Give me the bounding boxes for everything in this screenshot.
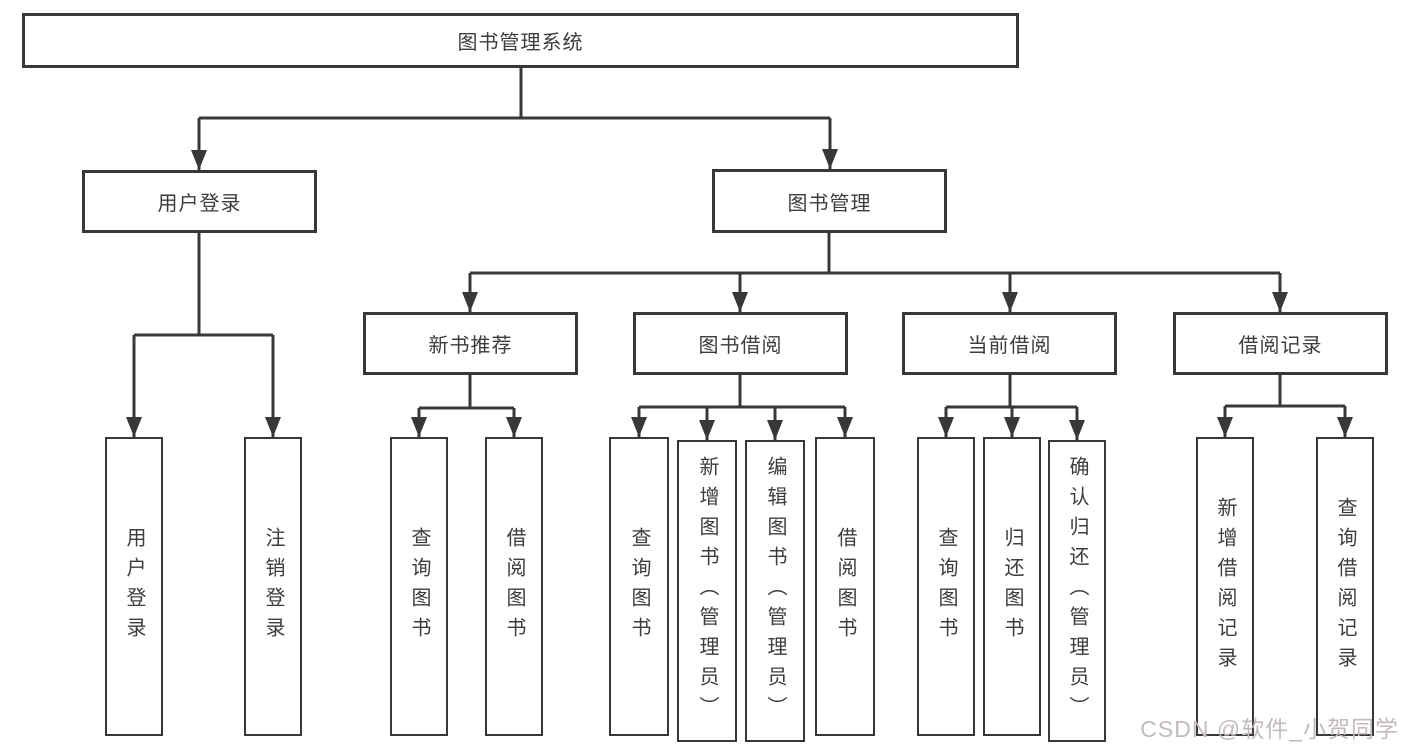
leaf-edit-books-admin: 编辑图书（管理员） bbox=[745, 440, 805, 742]
node-label: 图书管理 bbox=[787, 192, 872, 215]
node-label: 当前借阅 bbox=[967, 335, 1052, 357]
node-label: 查询借阅记录 bbox=[1334, 496, 1356, 677]
node-label: 编辑图书（管理员） bbox=[764, 456, 786, 726]
leaf-logout: 注销登录 bbox=[244, 437, 302, 736]
leaf-user-login: 用户登录 bbox=[105, 437, 163, 736]
node-label: 用户登录 bbox=[157, 193, 242, 215]
node-label: 图书管理系统 bbox=[457, 32, 584, 54]
node-label: 查询图书 bbox=[935, 526, 957, 647]
leaf-query-books-borrowing: 查询图书 bbox=[609, 437, 669, 736]
node-label: 新增图书（管理员） bbox=[696, 456, 718, 726]
leaf-query-books-current: 查询图书 bbox=[917, 437, 975, 736]
leaf-confirm-return-admin: 确认归还（管理员） bbox=[1048, 440, 1106, 742]
node-borrowing-records: 借阅记录 bbox=[1173, 312, 1388, 375]
leaf-return-books: 归还图书 bbox=[983, 437, 1041, 736]
node-label: 借阅图书 bbox=[503, 526, 525, 647]
leaf-add-borrow-record: 新增借阅记录 bbox=[1196, 437, 1254, 736]
node-label: 借阅记录 bbox=[1238, 335, 1323, 357]
node-library-management-system: 图书管理系统 bbox=[22, 13, 1019, 68]
leaf-add-books-admin: 新增图书（管理员） bbox=[677, 440, 737, 742]
csdn-watermark: CSDN @软件_小贺同学 bbox=[1140, 716, 1399, 742]
node-current-borrowing: 当前借阅 bbox=[902, 312, 1117, 375]
node-label: 查询图书 bbox=[628, 526, 650, 647]
node-label: 借阅图书 bbox=[834, 526, 856, 647]
leaf-query-books-recommend: 查询图书 bbox=[390, 437, 448, 736]
node-new-book-recommendation: 新书推荐 bbox=[363, 312, 578, 375]
node-label: 用户登录 bbox=[123, 526, 145, 647]
node-book-borrowing: 图书借阅 bbox=[633, 312, 848, 375]
leaf-borrow-books-recommend: 借阅图书 bbox=[485, 437, 543, 736]
node-label: 新增借阅记录 bbox=[1214, 496, 1236, 677]
node-label: 归还图书 bbox=[1001, 526, 1023, 647]
node-book-management: 图书管理 bbox=[712, 169, 947, 233]
node-label: 新书推荐 bbox=[428, 335, 513, 357]
node-user-login: 用户登录 bbox=[82, 170, 317, 233]
node-label: 图书借阅 bbox=[698, 335, 783, 357]
node-label: 查询图书 bbox=[408, 526, 430, 647]
node-label: 确认归还（管理员） bbox=[1066, 456, 1088, 726]
leaf-borrow-books-borrowing: 借阅图书 bbox=[815, 437, 875, 736]
leaf-query-borrow-record: 查询借阅记录 bbox=[1316, 437, 1374, 736]
node-label: 注销登录 bbox=[262, 526, 284, 647]
